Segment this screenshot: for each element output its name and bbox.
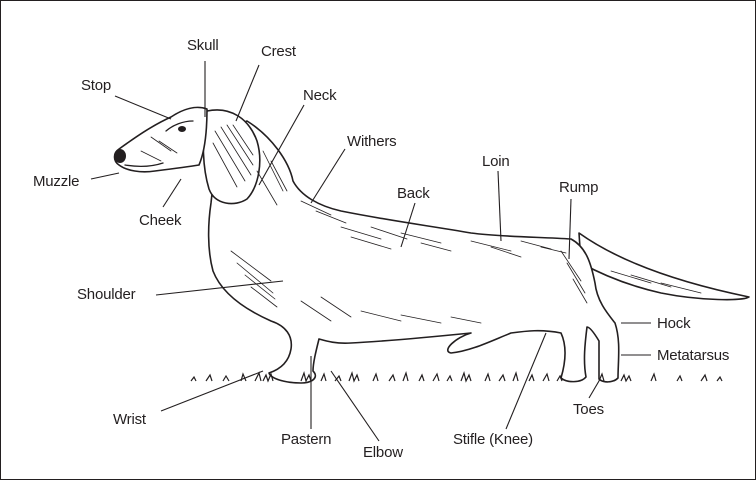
label-pastern: Pastern: [281, 431, 331, 449]
label-crest: Crest: [261, 43, 296, 61]
label-rump: Rump: [559, 179, 598, 197]
dog-nose: [114, 149, 126, 163]
label-back: Back: [397, 185, 430, 203]
label-neck: Neck: [303, 87, 336, 105]
label-stifle: Stifle (Knee): [453, 431, 533, 449]
dog-eye: [178, 126, 186, 132]
dog-tail: [579, 233, 749, 300]
label-wrist: Wrist: [113, 411, 146, 429]
label-cheek: Cheek: [139, 212, 181, 230]
label-loin: Loin: [482, 153, 510, 171]
label-hock: Hock: [657, 315, 690, 333]
label-withers: Withers: [347, 133, 396, 151]
dog-head: [115, 107, 208, 171]
grass-ground: [191, 373, 722, 381]
label-stop: Stop: [81, 77, 111, 95]
label-muzzle: Muzzle: [33, 173, 79, 191]
label-elbow: Elbow: [363, 444, 403, 462]
label-skull: Skull: [187, 37, 219, 55]
dog-body: [209, 121, 619, 383]
label-metatarsus: Metatarsus: [657, 347, 729, 365]
label-toes: Toes: [573, 401, 604, 419]
label-shoulder: Shoulder: [77, 286, 135, 304]
